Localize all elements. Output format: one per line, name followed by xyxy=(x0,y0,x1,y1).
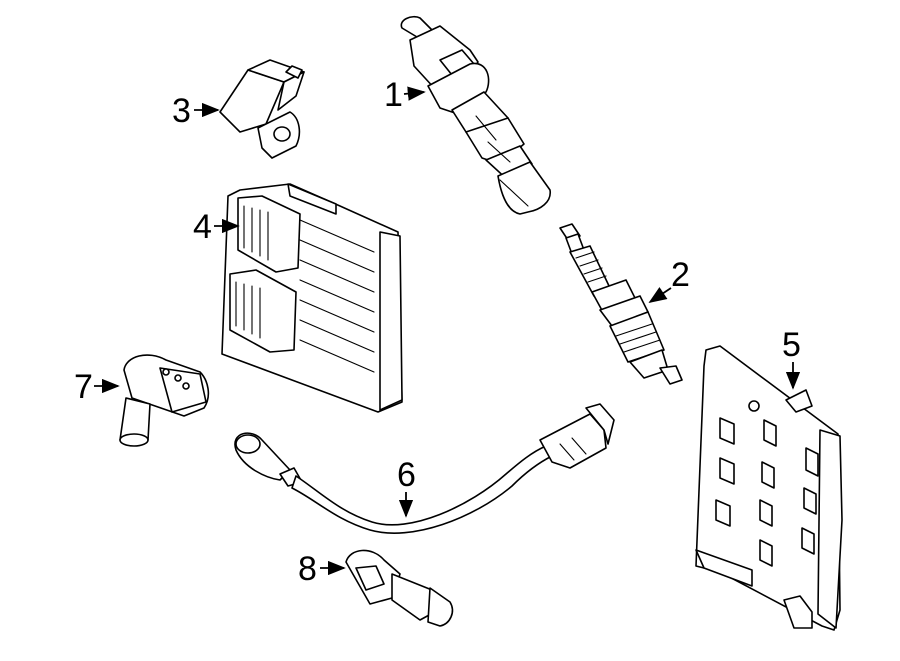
callout-label-7: 7 xyxy=(74,368,93,406)
knock-sensor-part xyxy=(234,403,615,534)
spark-plug-part xyxy=(559,223,683,385)
callout-label-8: 8 xyxy=(298,550,317,588)
callout-4: 4 xyxy=(193,208,240,246)
control-module-part xyxy=(221,183,403,413)
sensor-bracket-part xyxy=(219,59,305,159)
callout-5: 5 xyxy=(782,326,801,390)
callout-label-6: 6 xyxy=(397,456,416,494)
callout-label-1: 1 xyxy=(384,76,403,114)
callout-label-4: 4 xyxy=(193,208,212,246)
callout-label-5: 5 xyxy=(782,326,801,364)
module-bracket-part xyxy=(695,345,843,631)
callout-label-3: 3 xyxy=(172,92,191,130)
callout-2: 2 xyxy=(648,256,690,303)
crankshaft-sensor-part xyxy=(345,549,454,627)
camshaft-sensor-part xyxy=(119,354,210,447)
callout-label-2: 2 xyxy=(671,256,690,294)
ignition-coil-part xyxy=(400,15,551,215)
callout-8: 8 xyxy=(298,550,346,588)
callout-6: 6 xyxy=(397,456,416,518)
callout-1: 1 xyxy=(384,76,426,114)
callout-7: 7 xyxy=(74,368,120,406)
callout-3: 3 xyxy=(172,92,220,130)
